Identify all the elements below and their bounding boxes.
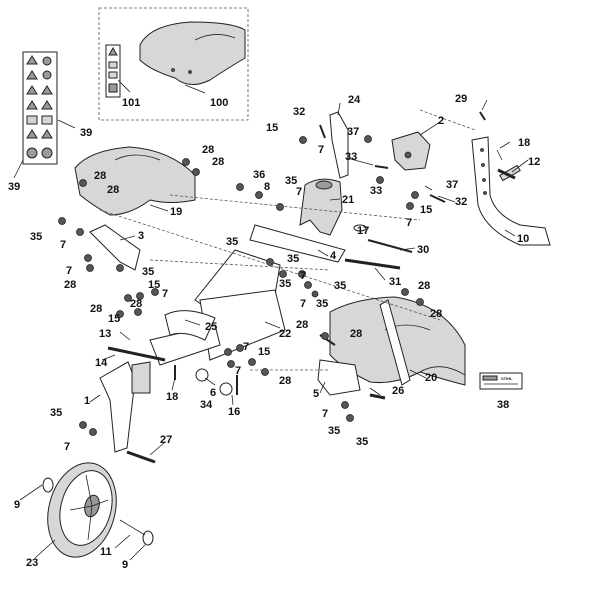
part-label: 38 xyxy=(497,399,509,411)
part-label: 7 xyxy=(296,186,302,198)
part-label: 7 xyxy=(318,144,324,156)
part-label: 25 xyxy=(205,321,217,333)
part-label: 28 xyxy=(64,279,76,291)
wheel-23 xyxy=(42,462,154,558)
part-label: 39 xyxy=(80,127,92,139)
part-label: 35 xyxy=(316,298,328,310)
part-label: 11 xyxy=(100,546,112,558)
part-label: 7 xyxy=(406,217,412,229)
hardware xyxy=(58,111,516,464)
part-label: 28 xyxy=(418,280,430,292)
part-label: 7 xyxy=(235,365,241,377)
part-label: 9 xyxy=(14,499,20,511)
part-label: 17 xyxy=(357,225,369,237)
part-label: 28 xyxy=(296,319,308,331)
deflector-sheet-100 xyxy=(139,21,246,85)
part-label: 1 xyxy=(84,395,90,407)
part-label: 7 xyxy=(300,298,306,310)
part-label: 35 xyxy=(30,231,42,243)
part-label: 2 xyxy=(438,115,444,127)
part-label: 7 xyxy=(162,288,168,300)
part-label: 35 xyxy=(334,280,346,292)
part-label: 35 xyxy=(279,278,291,290)
part-label: 28 xyxy=(90,303,102,315)
part-label: 9 xyxy=(122,559,128,571)
part-label: 100 xyxy=(210,97,228,109)
part-label: 35 xyxy=(226,236,238,248)
frame-assembly xyxy=(149,111,431,386)
part-label: 101 xyxy=(122,97,140,109)
part-label: 7 xyxy=(66,265,72,277)
part-label: 18 xyxy=(518,137,530,149)
part-label: 28 xyxy=(350,328,362,340)
part-label: 18 xyxy=(166,391,178,403)
part-label: 15 xyxy=(266,122,278,134)
part-label: 37 xyxy=(446,179,458,191)
part-label: 10 xyxy=(517,233,529,245)
part-label: 14 xyxy=(95,357,108,369)
part-label: 5 xyxy=(313,388,319,400)
part-label: 7 xyxy=(243,341,249,353)
part-label: 37 xyxy=(347,126,359,138)
part-label: 29 xyxy=(455,93,467,105)
part-label: 6 xyxy=(210,387,216,399)
part-label: 24 xyxy=(348,94,361,106)
shield-10 xyxy=(471,136,551,246)
part-label: 31 xyxy=(389,276,401,288)
part-label: 21 xyxy=(342,194,354,206)
part-label: 22 xyxy=(279,328,291,340)
part-label: 4 xyxy=(330,250,337,262)
part-label: 16 xyxy=(228,406,240,418)
part-label: 35 xyxy=(50,407,62,419)
part-label: 34 xyxy=(200,399,213,411)
part-label: 28 xyxy=(279,375,291,387)
part-label: 15 xyxy=(420,204,432,216)
part-label: 7 xyxy=(60,239,66,251)
part-label: 35 xyxy=(356,436,368,448)
inset-box xyxy=(98,7,249,121)
part-label: 27 xyxy=(160,434,172,446)
part-label: 28 xyxy=(107,184,119,196)
part-label: 7 xyxy=(64,441,70,453)
hood-19 xyxy=(74,146,196,216)
part-label: 28 xyxy=(94,170,106,182)
part-label: 13 xyxy=(99,328,111,340)
part-label: 8 xyxy=(264,181,270,193)
part-label: 33 xyxy=(370,185,382,197)
part-label: 33 xyxy=(345,151,357,163)
part-label: 36 xyxy=(253,169,265,181)
part-label: 3 xyxy=(138,230,144,242)
part-label: 26 xyxy=(392,385,404,397)
part-label: 20 xyxy=(425,372,437,384)
decal-sheet-39 xyxy=(13,51,76,179)
part-label: 32 xyxy=(293,106,305,118)
part-label: 39 xyxy=(8,181,20,193)
part-label: 28 xyxy=(130,298,142,310)
part-label: 35 xyxy=(285,175,297,187)
part-label: 7 xyxy=(322,408,328,420)
part-label: 7 xyxy=(300,270,306,282)
part-label: 28 xyxy=(212,156,224,168)
part-label: 32 xyxy=(455,196,467,208)
part-label: 19 xyxy=(170,206,182,218)
part-label: 23 xyxy=(26,557,38,569)
part-label: 12 xyxy=(528,156,540,168)
label-plate-brand: STIHL xyxy=(501,376,513,381)
part-label: 28 xyxy=(430,308,442,320)
assembly-lines xyxy=(99,109,476,371)
part-label: 35 xyxy=(142,266,154,278)
part-label: 35 xyxy=(328,425,340,437)
leader-lines xyxy=(19,99,529,561)
part-label: 35 xyxy=(287,253,299,265)
brackets: STIHL xyxy=(89,224,523,453)
part-label: 15 xyxy=(108,313,120,325)
part-label: 28 xyxy=(202,144,214,156)
part-label: 15 xyxy=(258,346,270,358)
part-label: 30 xyxy=(417,244,429,256)
part-labels: 101 100 39 39 24 32 29 15 7 37 2 18 12 2… xyxy=(8,93,540,571)
part-label: 15 xyxy=(148,279,160,291)
